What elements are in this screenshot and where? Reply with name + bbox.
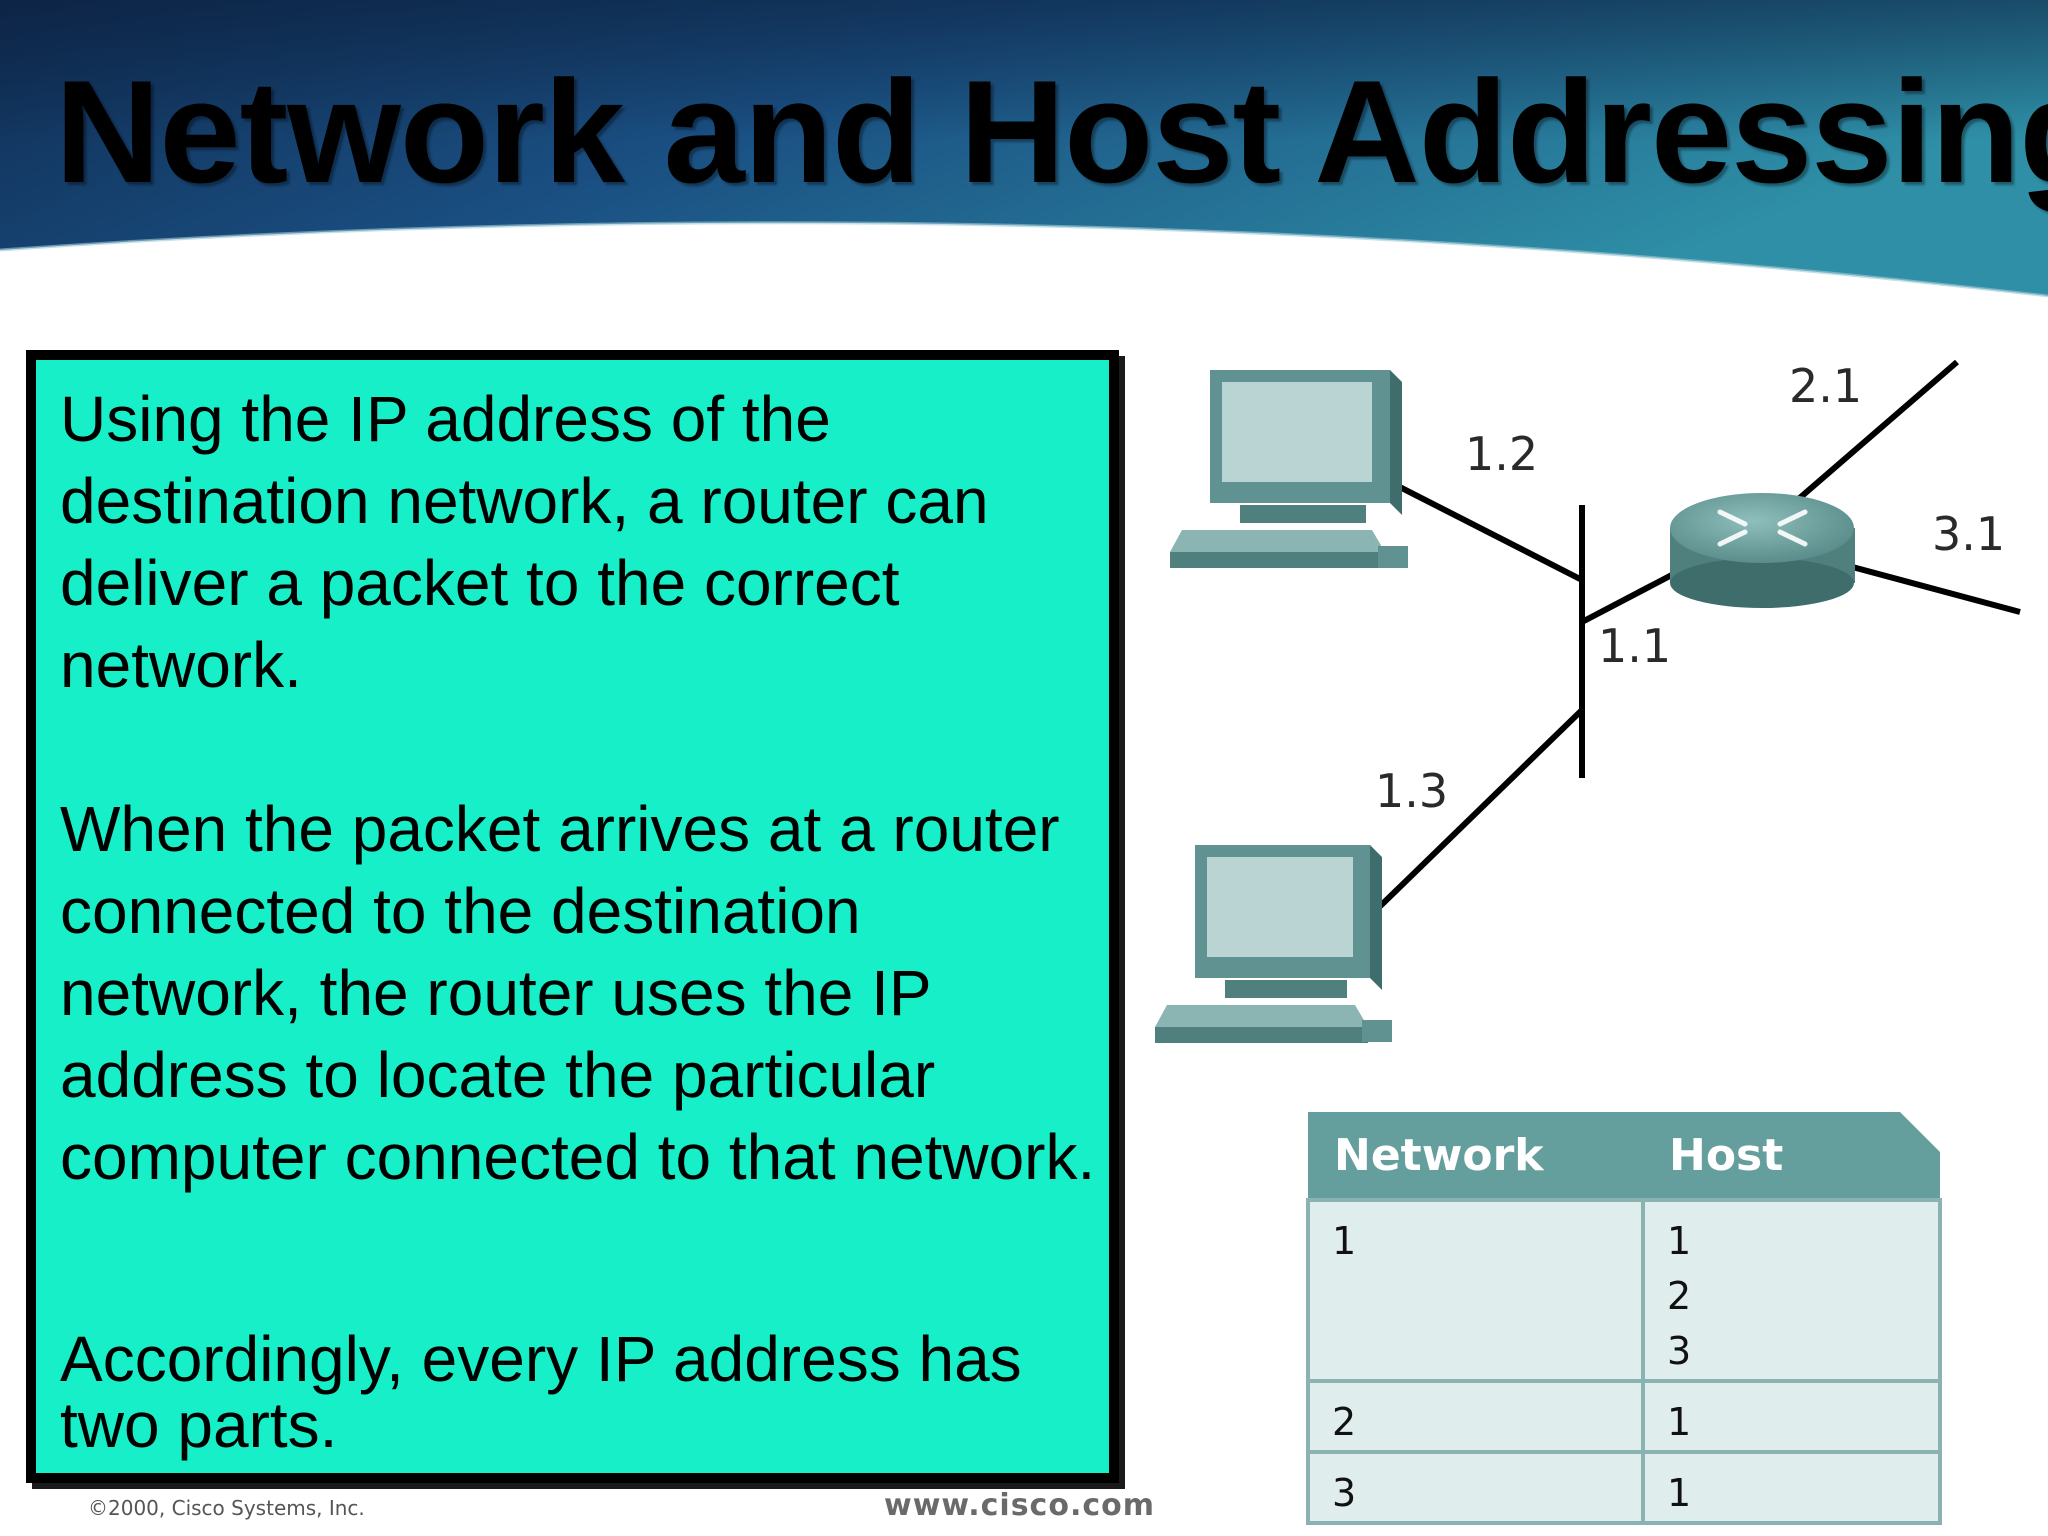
host-value: 1 — [1667, 1219, 1692, 1263]
link-host-bottom — [1367, 707, 1585, 919]
website-link[interactable]: www.cisco.com — [884, 1488, 1155, 1523]
paragraph-two-parts: Accordingly, every IP address has two pa… — [60, 1323, 1022, 1461]
network-cell: 1 — [1306, 1198, 1645, 1383]
host-value: 2 — [1667, 1274, 1692, 1318]
link-right — [1844, 562, 2021, 615]
label-router-lan: 1.1 — [1598, 619, 1671, 673]
host-value: 1 — [1667, 1471, 1692, 1515]
label-host-bottom: 1.3 — [1375, 764, 1448, 818]
table-row: 1 1 2 3 — [1306, 1198, 1942, 1383]
host-cell: 1 — [1641, 1450, 1942, 1525]
paragraph-host-delivery: When the packet arrives at a router conn… — [60, 793, 1096, 1193]
table-row: 2 1 — [1306, 1379, 1942, 1454]
link-upper — [1793, 359, 1959, 505]
explanation-textbox: Using the IP address of the destination … — [26, 350, 1119, 1483]
host-cell: 1 2 3 — [1641, 1198, 1942, 1383]
pc-bottom-icon — [1155, 845, 1392, 1043]
network-diagram: 1.2 1.1 1.3 2.1 3.1 — [1155, 359, 2021, 1043]
title-banner — [0, 0, 2048, 298]
column-header-host: Host — [1643, 1112, 1940, 1200]
slide-title: Network and Host Addressing — [55, 50, 2048, 213]
router-icon — [1670, 493, 1855, 608]
network-cell: 2 — [1306, 1379, 1645, 1454]
paragraph-routing: Using the IP address of the destination … — [60, 383, 989, 701]
host-value: 1 — [1667, 1400, 1692, 1444]
copyright-notice: ©2000, Cisco Systems, Inc. — [88, 1496, 365, 1520]
table-row: 3 1 — [1306, 1450, 1942, 1525]
label-router-right: 3.1 — [1932, 507, 2005, 561]
host-cell: 1 — [1641, 1379, 1942, 1454]
network-cell: 3 — [1306, 1450, 1645, 1525]
network-links — [1367, 359, 2021, 919]
label-router-upper: 2.1 — [1789, 359, 1862, 413]
pc-top-icon — [1170, 370, 1408, 568]
host-value: 3 — [1667, 1329, 1692, 1373]
column-header-network: Network — [1308, 1112, 1643, 1200]
label-host-top: 1.2 — [1465, 427, 1538, 481]
address-labels: 1.2 1.1 1.3 2.1 3.1 — [1375, 359, 2005, 818]
link-host-top — [1388, 479, 1584, 583]
addressing-table: Network Host 1 1 2 3 2 1 3 1 — [1306, 1112, 1942, 1525]
link-router-lan — [1580, 565, 1687, 625]
